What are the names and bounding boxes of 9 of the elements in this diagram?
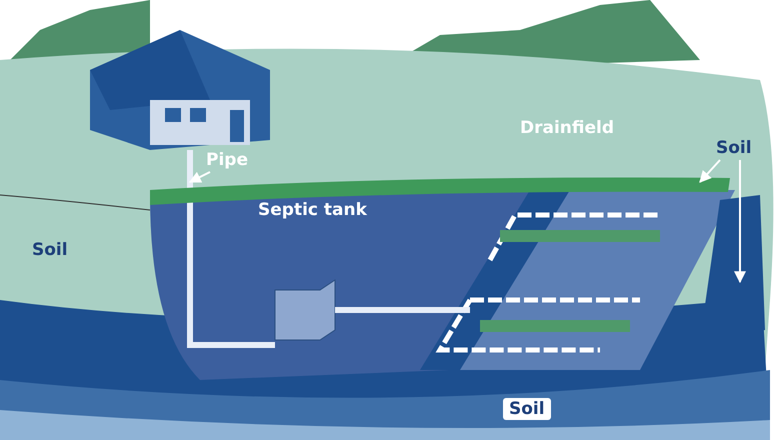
leader-arrow — [734, 160, 746, 284]
leader-arrow — [188, 171, 210, 183]
soil-label: Soil — [503, 398, 551, 420]
leader-arrow — [699, 159, 721, 183]
pipe-label: Pipe — [206, 150, 248, 170]
part-label: Septic tank — [258, 200, 367, 220]
soil-label: Soil — [32, 240, 68, 260]
area-label: Drainfield — [520, 118, 614, 138]
soil-label: Soil — [716, 138, 752, 158]
